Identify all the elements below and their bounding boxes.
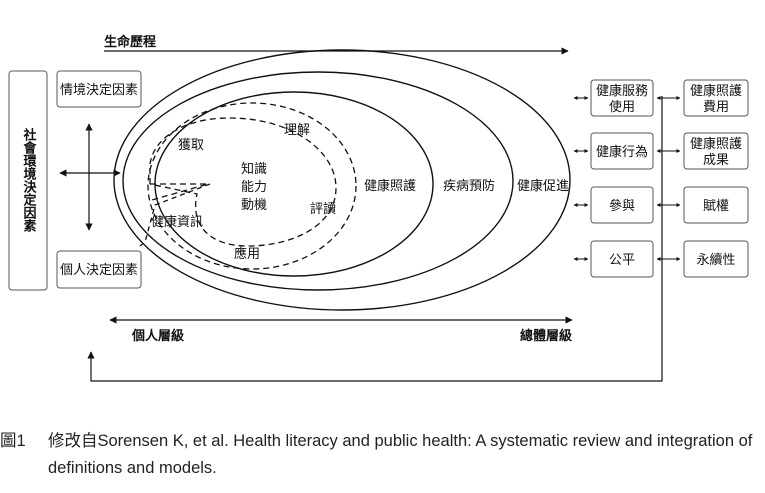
outcome-results-line1: 健康照護 [690, 136, 742, 152]
health-promotion-ellipse [113, 49, 571, 311]
domain-healthcare: 健康照護 [364, 178, 416, 194]
outcome-empowerment-box [683, 186, 749, 224]
outcome-arrows [573, 96, 681, 261]
outcome-sustainability-label: 永續性 [696, 253, 735, 268]
individual-level-label: 個人層級 [131, 328, 184, 344]
outcome-service-use-line1: 健康服務 [596, 83, 648, 99]
outcome-participation-label: 參與 [609, 199, 635, 214]
population-level-label: 總體層級 [520, 328, 572, 344]
personal-factors-label: 個人決定因素 [60, 263, 138, 278]
figure-caption-text: 修改自Sorensen K, et al. Health literacy an… [48, 432, 753, 477]
process-dashed-outer [147, 102, 357, 270]
social-env-box [8, 70, 48, 291]
outcome-health-behavior-box [590, 132, 654, 170]
disease-prevention-ellipse [122, 71, 514, 291]
core-motivation: 動機 [241, 198, 267, 213]
outcome-sustainability-box [683, 240, 749, 278]
core-knowledge: 知識 [241, 161, 267, 177]
social-env-label: 社會環境決定因素 [21, 127, 38, 233]
outcome-health-behavior-label: 健康行為 [596, 144, 648, 160]
outcome-service-use-box [590, 79, 654, 117]
outcome-costs-box [683, 79, 749, 117]
outcome-costs-line1: 健康照護 [690, 83, 742, 99]
figure-number: 圖1 [0, 432, 26, 450]
outcome-results-box [683, 132, 749, 170]
life-course-label: 生命歷程 [104, 34, 156, 50]
process-information: 健康資訊 [151, 214, 203, 230]
outcome-equity-label: 公平 [609, 253, 635, 268]
core-dashed-loop [149, 117, 337, 247]
situational-factors-label: 情境決定因素 [60, 83, 138, 98]
outcome-costs-line2: 費用 [703, 100, 729, 115]
personal-factors-box [56, 250, 142, 289]
feedback-loop-line [87, 96, 663, 382]
outcome-empowerment-label: 賦權 [703, 199, 729, 214]
process-appraise: 評讀 [310, 202, 336, 217]
domain-health-promotion: 健康促進 [517, 178, 569, 194]
process-access: 獲取 [178, 138, 204, 153]
outcome-service-use-line2: 使用 [609, 99, 635, 115]
information-wedge [139, 183, 211, 247]
situational-factors-box [56, 70, 142, 108]
outcome-participation-box [590, 186, 654, 224]
outcome-results-line2: 成果 [703, 153, 729, 168]
health-literacy-diagram: 生命歷程 社會環境決定因素 情境決定因素 個人決定因素 知識 能力 動機 獲取 … [8, 34, 749, 382]
domain-disease-prevention: 疾病預防 [443, 178, 495, 194]
process-apply: 應用 [234, 246, 260, 262]
outcome-equity-box [590, 240, 654, 278]
core-competence: 能力 [241, 180, 267, 195]
process-understand: 理解 [284, 123, 310, 138]
